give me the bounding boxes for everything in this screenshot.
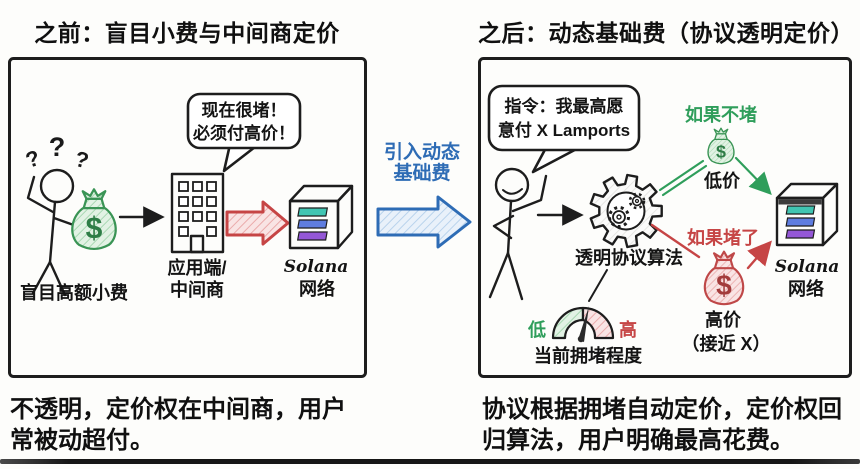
- transition-label: 引入动态: [384, 140, 460, 163]
- user-figure: [488, 167, 548, 301]
- left-caption: 不透明，定价权在中间商，用户 常被动超付。: [10, 394, 430, 456]
- network-label: 网络: [299, 278, 335, 299]
- left-panel-frame: [8, 57, 367, 378]
- question-mark-icon: ?: [49, 132, 66, 162]
- right-panel: 指令：我最高愿 意付 X Lamports: [487, 84, 839, 366]
- middleman-label: 应用端/: [167, 257, 226, 278]
- dollar-sign: $: [716, 141, 726, 161]
- small-gear-icon: [608, 206, 630, 228]
- high-price-cap-label: （接近 X）: [681, 333, 770, 354]
- algorithm-label: 透明协议算法: [575, 247, 683, 268]
- gauge-high-label: 高: [619, 319, 637, 340]
- question-mark-icon: ?: [72, 146, 91, 174]
- money-bag-icon: $: [703, 250, 745, 306]
- bubble-text: 指令：我最高愿: [505, 96, 624, 116]
- left-caption-line1: 不透明，定价权在中间商，用户: [10, 396, 346, 423]
- transition-label: 基础费: [392, 161, 450, 184]
- right-caption-line1: 协议根据拥堵自动定价，定价权回: [482, 396, 842, 423]
- left-panel-title: 之前：盲目小费与中间商定价: [34, 20, 340, 46]
- uncongested-label: 如果不堵: [685, 104, 757, 125]
- dollar-sign: $: [86, 212, 103, 245]
- bubble-text: 必须付高价！: [192, 123, 295, 143]
- gauge-needle: [578, 306, 589, 342]
- middleman-speech-bubble: 现在很堵！ 必须付高价！: [186, 92, 302, 173]
- blind-tip-label: 盲目高额小费: [20, 282, 128, 303]
- left-panel: ? ? ? $ 盲目高额小费: [20, 92, 354, 303]
- money-bag-icon: $: [71, 188, 117, 251]
- solana-cube-icon: [288, 184, 354, 250]
- high-fee-arrow: [225, 200, 290, 246]
- low-price-label: 低价: [703, 170, 741, 191]
- uncongested-path: 如果不堵 $ 低价: [658, 104, 772, 197]
- congested-path: 如果堵了 $ 高价 （接近 X）: [650, 223, 772, 354]
- left-caption-line2: 常被动超付。: [10, 427, 154, 454]
- dollar-sign: $: [716, 269, 732, 301]
- algorithm-gauge-connector: [588, 269, 608, 302]
- user-instruction-bubble: 指令：我最高愿 意付 X Lamports: [487, 84, 641, 174]
- transition: 引入动态 基础费: [376, 140, 472, 249]
- solana-logo: [785, 205, 816, 239]
- bubble-text: 现在很堵！: [202, 100, 287, 120]
- high-price-label: 高价: [705, 309, 742, 330]
- gear-icon: [589, 173, 663, 249]
- solana-cube-icon: [775, 182, 839, 247]
- solana-logo: [296, 207, 329, 241]
- transition-arrow: [376, 195, 472, 249]
- bubble-text: 意付 X Lamports: [498, 120, 630, 140]
- confused-user-figure: ? ? ?: [22, 132, 91, 297]
- right-panel-title: 之后：动态基础费（协议透明定价）: [478, 20, 854, 46]
- right-caption-line2: 归算法，用户明确最高花费。: [482, 427, 794, 454]
- gauge-low-label: 低: [527, 319, 546, 340]
- gauge-label: 当前拥堵程度: [534, 345, 643, 366]
- money-bag-icon: $: [707, 127, 735, 165]
- solana-label: Solana: [284, 257, 348, 277]
- solana-label: Solana: [775, 257, 839, 277]
- bottom-edge-bar: [0, 459, 860, 464]
- network-label: 网络: [788, 278, 824, 299]
- question-mark-icon: ?: [22, 145, 43, 173]
- middleman-building-icon: [170, 172, 225, 254]
- small-gear-icon: [628, 192, 646, 210]
- congested-label: 如果堵了: [687, 227, 759, 248]
- middleman-label: 中间商: [170, 279, 224, 300]
- right-panel-frame: [478, 57, 852, 378]
- congestion-gauge-icon: [551, 306, 615, 343]
- right-caption: 协议根据拥堵自动定价，定价权回 归算法，用户明确最高花费。: [482, 394, 858, 456]
